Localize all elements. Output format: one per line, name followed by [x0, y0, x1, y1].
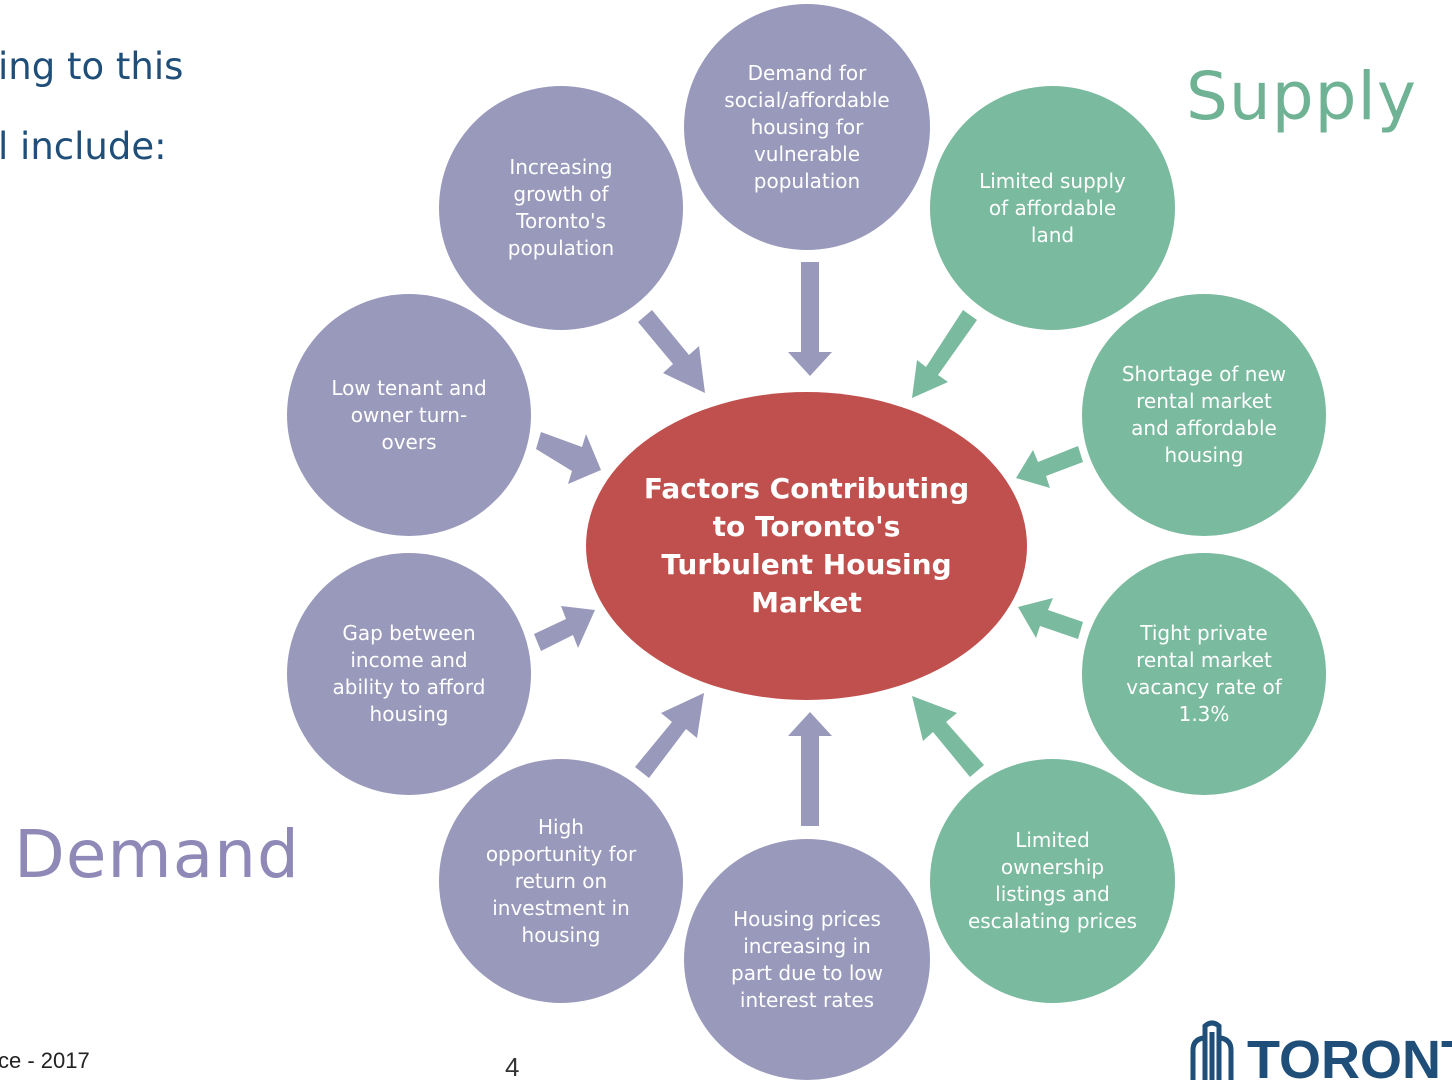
central-factor-ellipse: Factors Contributing to Toronto's Turbul… [586, 392, 1027, 700]
factor-affordable-land: Limited supply of affordable land [930, 86, 1175, 330]
page-number: 4 [505, 1052, 520, 1082]
central-factor-title: Factors Contributing to Toronto's Turbul… [643, 472, 970, 619]
intro-line-2: l include: [0, 125, 167, 168]
demand-label: Demand [14, 816, 300, 893]
factor-label: Limited supply of affordable land [979, 168, 1126, 247]
arrow-supply-shortage [1016, 446, 1083, 488]
city-hall-icon [1190, 1020, 1234, 1080]
arrow-demand-social [788, 262, 832, 376]
factor-label: Limited ownership listings and escalatin… [967, 828, 1138, 933]
factor-rental-shortage: Shortage of new rental market and afford… [1082, 294, 1326, 536]
factor-ownership-listings: Limited ownership listings and escalatin… [930, 759, 1175, 1003]
factor-label: Tight private rental market vacancy rate… [1126, 621, 1282, 726]
logo-wordmark: TORONTO [1247, 1030, 1452, 1080]
intro-line-1: ing to this [0, 45, 184, 88]
toronto-logo: TORONTO [1190, 1020, 1452, 1080]
factor-label: Increasing growth of Toronto's populatio… [507, 155, 615, 260]
arrow-demand-prices [788, 712, 832, 826]
factor-label: Shortage of new rental market and afford… [1121, 362, 1287, 467]
arrow-demand-turnover [536, 432, 601, 484]
factor-label: Demand for social/affordable housing for… [724, 60, 890, 193]
factor-social-housing-demand: Demand for social/affordable housing for… [684, 4, 930, 250]
arrow-demand-gap [534, 606, 595, 651]
factor-label: Low tenant and owner turn- overs [331, 375, 487, 454]
factor-label: Housing prices increasing in part due to… [731, 906, 883, 1012]
arrow-supply-listings [912, 696, 984, 777]
arrow-supply-vacancy [1018, 598, 1083, 639]
factor-investment-return: High opportunity for return on investmen… [439, 759, 683, 1003]
factor-vacancy-rate: Tight private rental market vacancy rate… [1082, 553, 1326, 795]
factor-low-turnover: Low tenant and owner turn- overs [287, 294, 531, 536]
supply-label: Supply [1186, 58, 1417, 135]
arrow-supply-land [912, 310, 977, 398]
factor-label: Gap between income and ability to afford… [332, 621, 486, 726]
factor-interest-rates: Housing prices increasing in part due to… [684, 839, 930, 1080]
arrow-demand-investment [635, 693, 704, 778]
factor-income-gap: Gap between income and ability to afford… [287, 553, 531, 795]
factor-population-growth: Increasing growth of Toronto's populatio… [439, 86, 683, 330]
footer-source: ce - 2017 [0, 1048, 90, 1073]
factor-label: High opportunity for return on investmen… [485, 814, 637, 947]
arrow-demand-growth [638, 310, 705, 393]
